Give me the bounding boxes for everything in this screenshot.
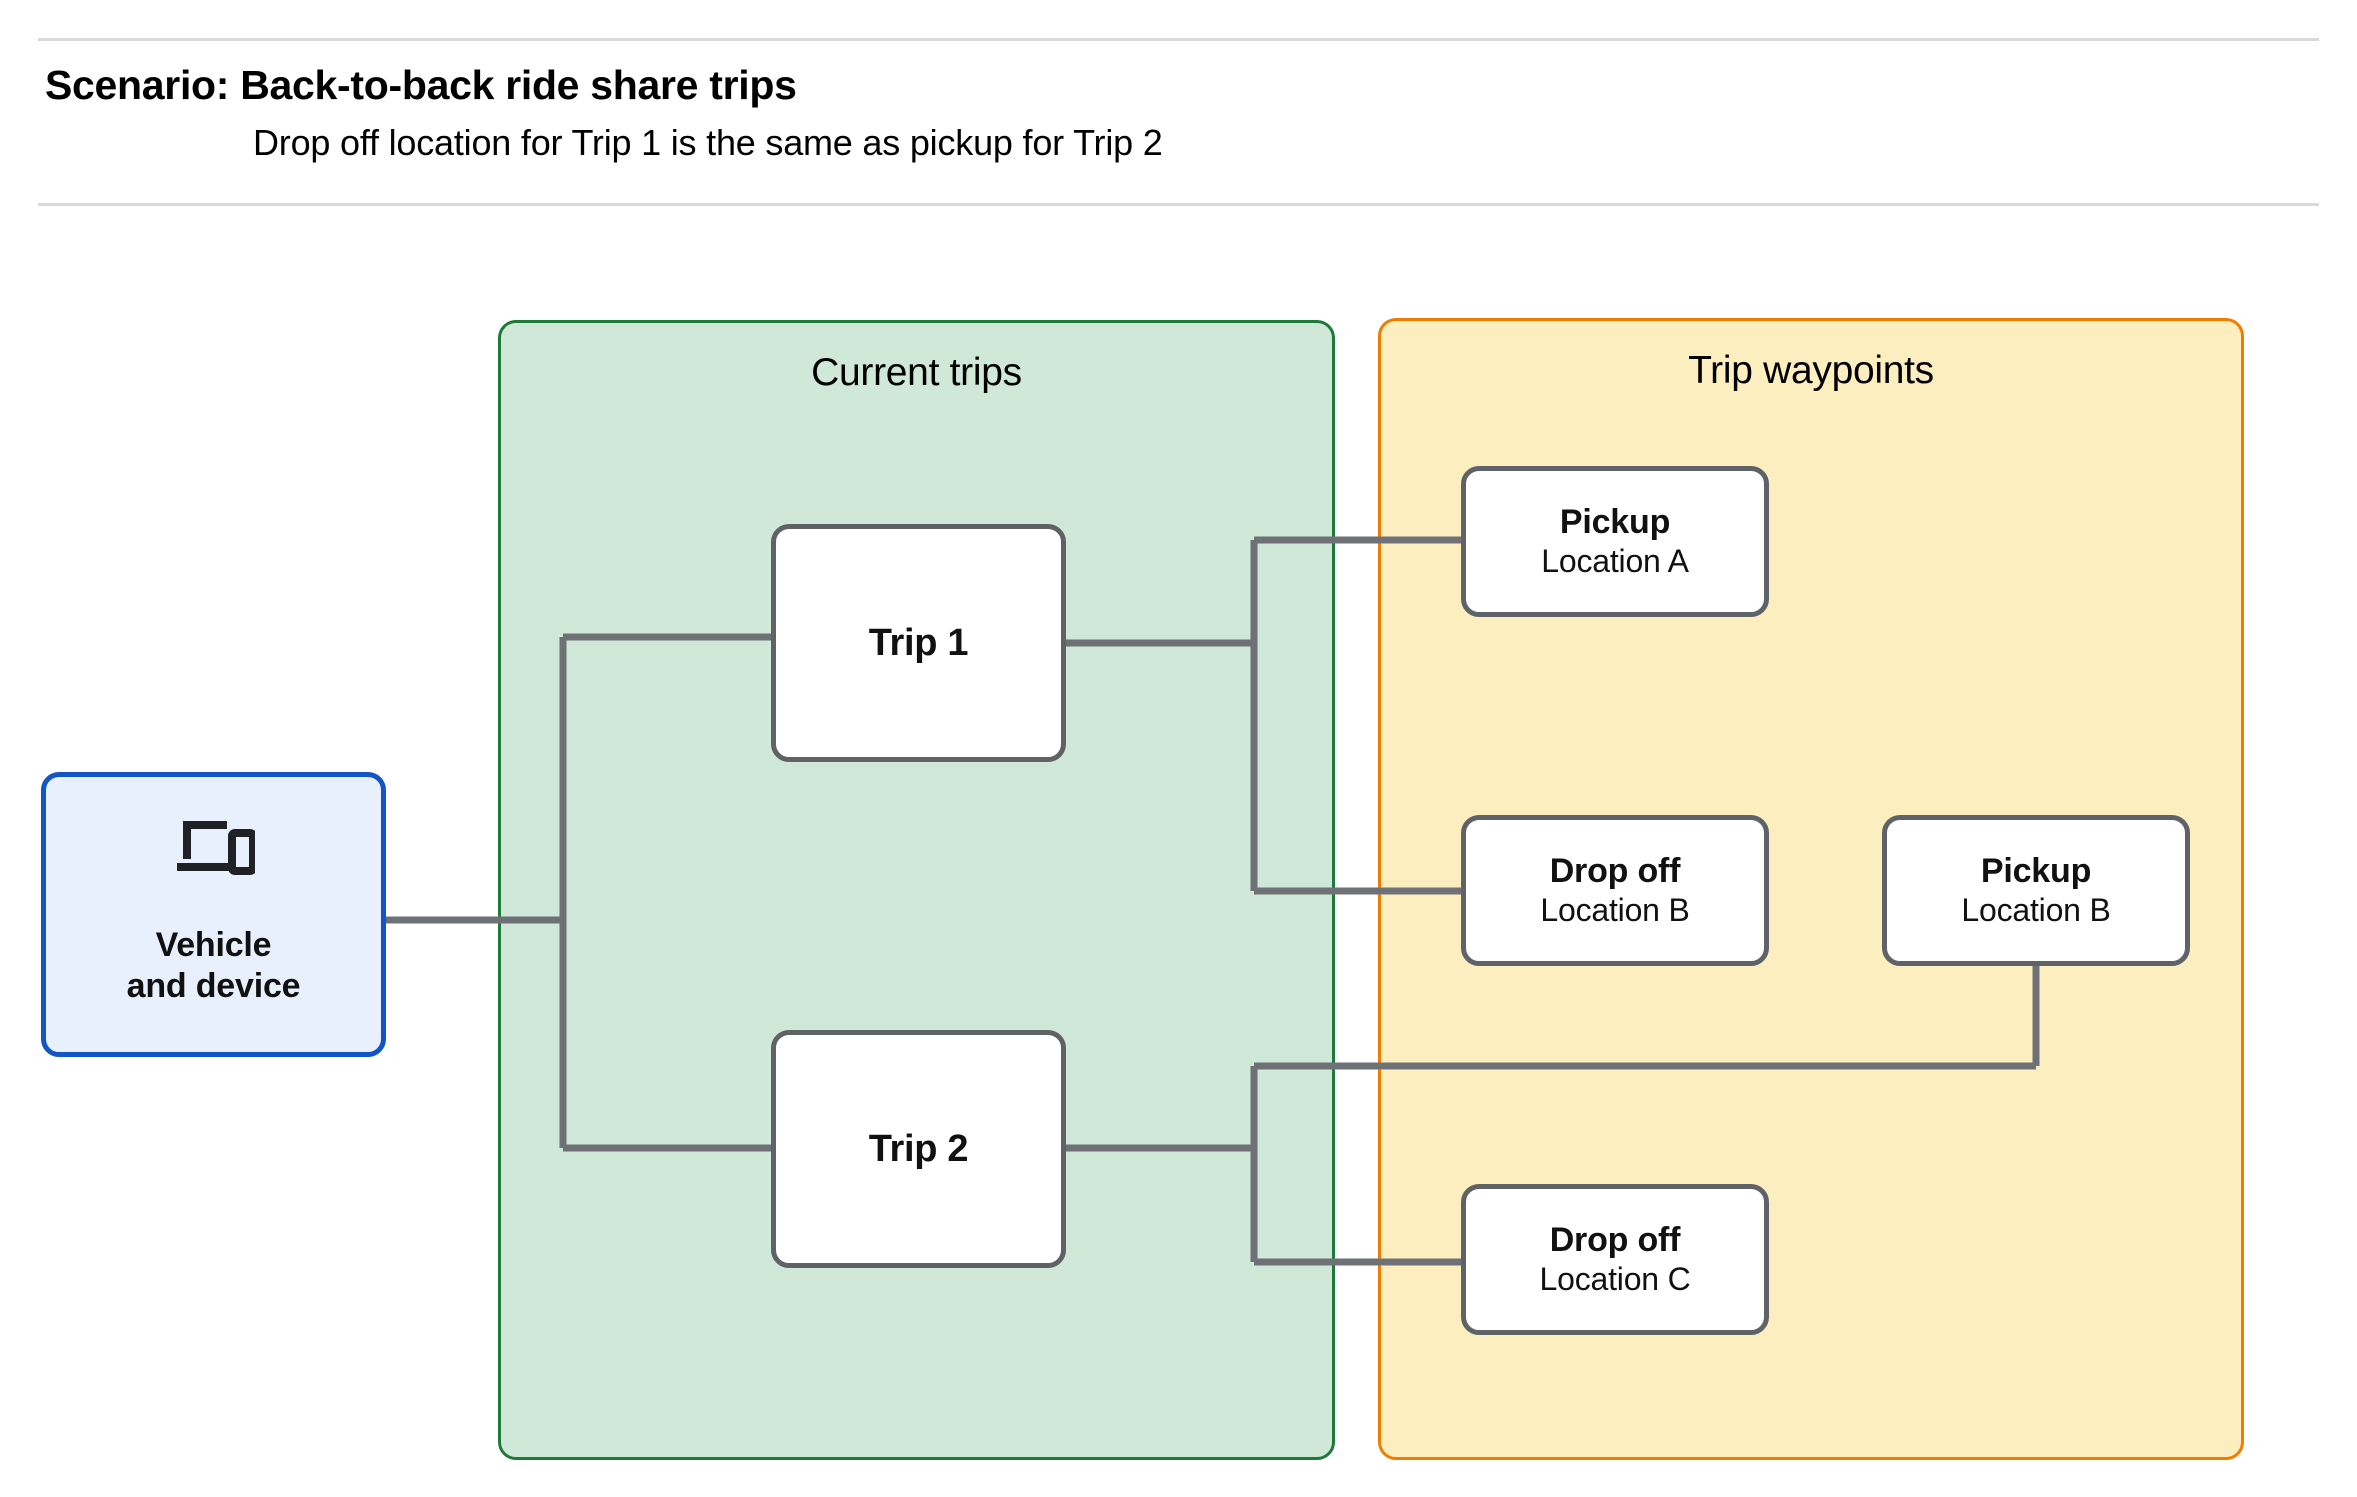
node-vehicle-and-device[interactable]: Vehicle and device xyxy=(41,772,386,1057)
trip-1-label: Trip 1 xyxy=(868,621,969,664)
waypoint-pickup-b-type: Pickup xyxy=(1980,852,2092,891)
waypoint-pickup-a-type: Pickup xyxy=(1559,503,1671,542)
panel-current-trips-title: Current trips xyxy=(811,351,1022,394)
waypoint-dropoff-b-type: Drop off xyxy=(1549,852,1681,891)
node-waypoint-dropoff-b[interactable]: Drop off Location B xyxy=(1461,815,1769,966)
waypoint-dropoff-b-location: Location B xyxy=(1540,892,1690,929)
panel-current-trips: Current trips xyxy=(498,320,1335,1460)
node-waypoint-pickup-a[interactable]: Pickup Location A xyxy=(1461,466,1769,617)
waypoint-pickup-b-location: Location B xyxy=(1961,892,2111,929)
waypoint-dropoff-c-type: Drop off xyxy=(1549,1221,1681,1260)
page-title: Scenario: Back-to-back ride share trips xyxy=(45,62,797,108)
node-trip-1[interactable]: Trip 1 xyxy=(771,524,1066,762)
panel-trip-waypoints-title: Trip waypoints xyxy=(1688,349,1934,392)
trip-2-label: Trip 2 xyxy=(868,1127,969,1170)
header-divider-top xyxy=(38,38,2319,41)
waypoint-dropoff-c-location: Location C xyxy=(1539,1261,1691,1298)
header-divider-bottom xyxy=(38,203,2319,206)
node-trip-2[interactable]: Trip 2 xyxy=(771,1030,1066,1268)
laptop-and-phone-icon xyxy=(176,821,255,875)
vehicle-and-device-label: Vehicle and device xyxy=(126,926,301,1006)
page-subtitle: Drop off location for Trip 1 is the same… xyxy=(253,122,1163,163)
node-waypoint-dropoff-c[interactable]: Drop off Location C xyxy=(1461,1184,1769,1335)
waypoint-pickup-a-location: Location A xyxy=(1541,543,1689,580)
node-waypoint-pickup-b[interactable]: Pickup Location B xyxy=(1882,815,2190,966)
